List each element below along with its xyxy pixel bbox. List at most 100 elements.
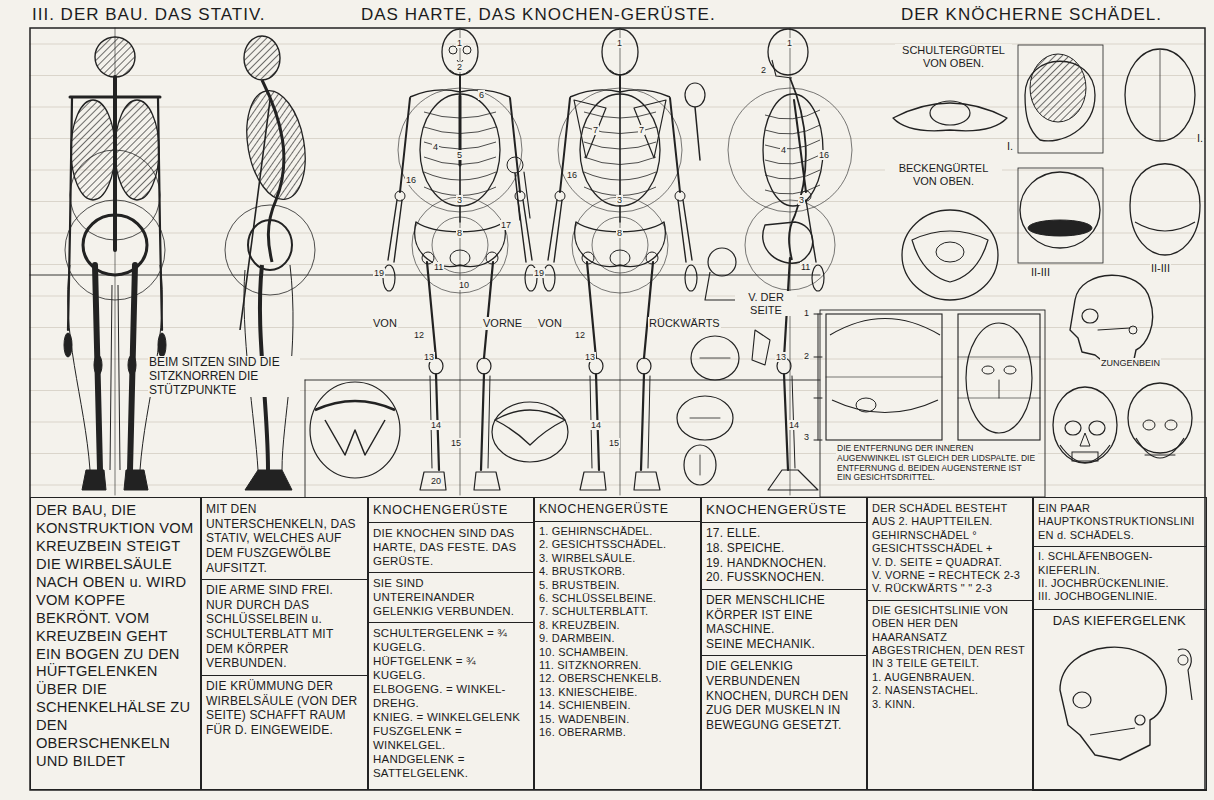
ruled-line: [30, 170, 1205, 171]
cell-text: 12. OBERSCHENKELB.: [539, 672, 696, 685]
cell-text: DIE KRÜMMUNG DER WIRBELSÄULE (VON DER SE…: [201, 675, 368, 738]
callout-number: 1: [616, 38, 623, 48]
frame-line: [305, 380, 306, 497]
bone-study: [685, 83, 705, 107]
cell-text: DAS KIEFERGELENK: [1038, 613, 1202, 629]
face-proportion: [982, 366, 994, 374]
back-skeleton: [619, 75, 621, 92]
frame-line: [30, 28, 1205, 790]
cell-text: I. SCHLÄFENBOGEN-KIEFERLIN.: [1033, 546, 1206, 577]
skull-study: [1143, 420, 1155, 430]
cell-text: II. JOCHBRÜCKENLINIE.: [1038, 577, 1201, 590]
skull-study: [1018, 168, 1103, 263]
text-cell: KNOCHENGERÜSTEDIE KNOCHEN SIND DAS HARTE…: [367, 497, 535, 790]
bone-study: [507, 157, 523, 173]
construction-figure: [65, 200, 165, 300]
frame-line: [820, 310, 1045, 497]
callout-number: 16: [818, 150, 830, 160]
callout-number: 2: [760, 65, 767, 75]
cell-text: V. VORNE = RECHTECK 2-3: [872, 569, 1028, 582]
skull-study: [1165, 420, 1177, 430]
construction-figure: [95, 37, 135, 77]
cell-heading: KNOCHENGERÜSTE: [539, 502, 696, 517]
side-skeleton: [789, 78, 806, 260]
cell-text: DIE GELENKIG VERBUNDENEN KNOCHEN, DURCH …: [701, 655, 867, 732]
cell-text: 17. ELLE.: [701, 522, 867, 541]
jaw-joint-skull: [1060, 647, 1166, 760]
back-skeleton: [683, 200, 692, 260]
skull-study: [1028, 220, 1092, 236]
callout-number: 12: [574, 330, 586, 340]
back-skeleton: [648, 376, 650, 468]
cell-heading: KNOCHENGERÜSTE: [373, 502, 529, 518]
face-proportion: [814, 398, 822, 399]
front-skeleton: [474, 472, 500, 490]
back-skeleton: [602, 29, 638, 75]
ruled-line: [30, 296, 1205, 297]
cell-text: 11. SITZKNORREN.: [539, 659, 696, 672]
cell-text: 20. FUSSKNOCHEN.: [706, 570, 862, 585]
cell-text: 18. SPEICHE.: [706, 541, 862, 556]
back-skeleton: [575, 222, 666, 267]
drawing-label: VON: [537, 317, 563, 330]
drawing-label: I.: [1196, 132, 1204, 145]
bone-study: [684, 445, 716, 485]
back-skeleton: [555, 191, 565, 201]
girdle-study: [912, 231, 988, 282]
callout-number: 4: [780, 145, 787, 155]
front-skeleton: [442, 29, 478, 75]
front-skeleton: [460, 28, 461, 495]
callout-number: 2: [803, 351, 810, 361]
front-skeleton: [459, 75, 461, 92]
construction-figure: [71, 100, 115, 200]
construction-figure: [124, 470, 148, 490]
back-skeleton: [685, 265, 697, 291]
callout-number: 8: [456, 228, 463, 238]
construction-figure: [115, 100, 159, 200]
cell-text: SCHULTERGELENK = ¾ KUGELG.: [368, 622, 534, 654]
skull-study: [1065, 421, 1081, 435]
bone-study: [700, 455, 701, 475]
back-skeleton: [634, 100, 666, 158]
skull-study: [1080, 433, 1090, 446]
back-skeleton: [644, 262, 653, 358]
construction-figure: [64, 333, 72, 357]
callout-number: 13: [423, 352, 435, 362]
construction-figure: [158, 333, 166, 357]
cell-text: 2. GESICHTSSCHÄDEL.: [539, 538, 696, 551]
front-skeleton: [477, 358, 491, 374]
cell-heading: KNOCHENGERÜSTE: [706, 502, 862, 518]
frame-line: [30, 275, 820, 276]
girdle-study: [893, 103, 1007, 131]
cell-text: 6. SCHLÜSSELBEINE.: [539, 592, 696, 605]
drawing-label: RÜCKWÄRTS: [648, 317, 721, 330]
callout-number: 5: [456, 150, 463, 160]
skull-study: [1136, 438, 1184, 458]
callout-number: 17: [500, 220, 512, 230]
construction-figure: [128, 355, 136, 375]
back-skeleton: [637, 358, 651, 374]
callout-number: 8: [616, 228, 623, 238]
callout-number: 7: [592, 125, 599, 135]
cell-text: V. RÜCKWÄRTS " " 2-3: [872, 582, 1028, 595]
skull-study: [1128, 383, 1192, 453]
cell-text: 1. GEHIRNSCHÄDEL.: [534, 521, 701, 538]
front-skeleton: [484, 262, 493, 358]
girdle-study: [930, 101, 970, 125]
construction-figure: [158, 98, 160, 230]
bone-study: [690, 418, 720, 419]
jaw-joint-skull: [1178, 655, 1188, 665]
front-skeleton: [450, 250, 470, 266]
callout-number: 2: [456, 62, 463, 72]
face-proportion: [814, 314, 1040, 440]
drawing-label: ZUNGENBEIN: [1100, 358, 1161, 368]
ruled-line: [30, 107, 1205, 108]
back-skeleton: [548, 200, 557, 260]
back-skeleton: [670, 98, 680, 192]
callout-number: 3: [456, 195, 463, 205]
callout-number: 16: [566, 170, 578, 180]
drawing-label: VORNE: [482, 317, 523, 330]
callout-number: 1: [786, 38, 793, 48]
callout-number: 20: [430, 476, 442, 486]
cell-text: 5. BRUSTBEIN.: [539, 579, 696, 592]
